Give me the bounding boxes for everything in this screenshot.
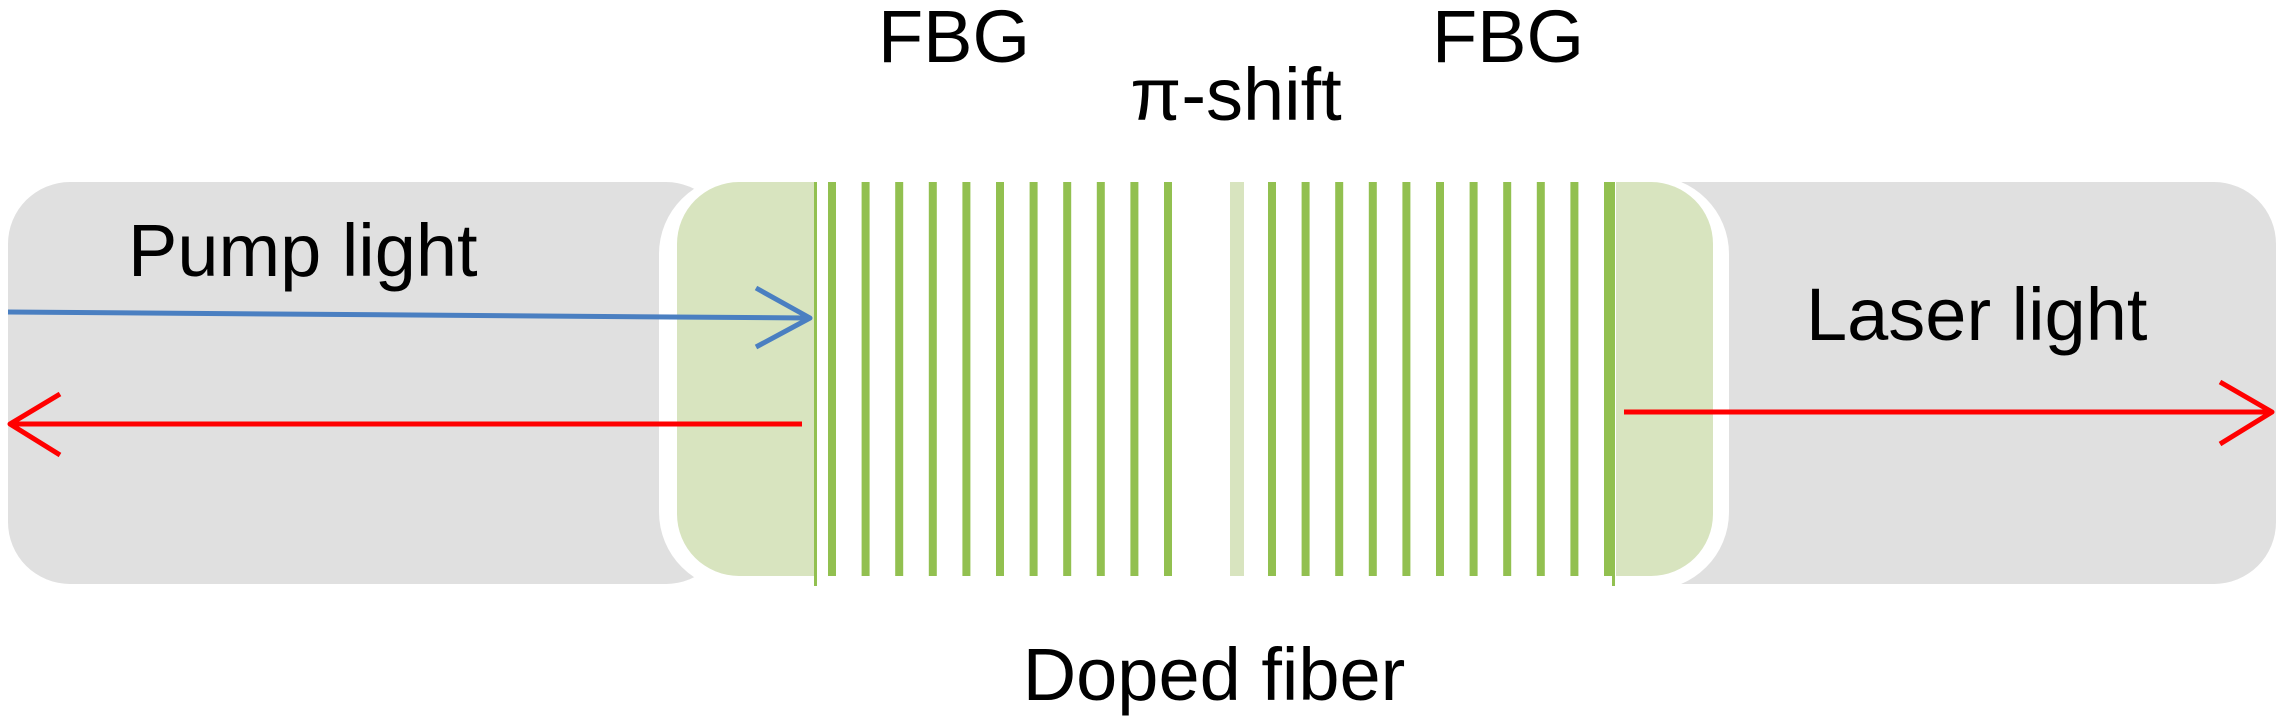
fbg-left-grating-line bbox=[996, 182, 1004, 576]
fiber-left-section bbox=[8, 182, 728, 584]
fbg-right-grating-line bbox=[1368, 182, 1377, 576]
fbg-left-grating-line bbox=[962, 182, 971, 576]
fbg-left-grating-line bbox=[828, 182, 836, 576]
fbg-right-grating-line bbox=[1268, 182, 1276, 576]
fbg-right-grating-line bbox=[1301, 182, 1310, 576]
fbg-left-grating-line bbox=[861, 182, 870, 576]
grating-background bbox=[814, 178, 1616, 590]
fbg-left-grating-line bbox=[1063, 182, 1072, 576]
fbg-right-grating-line bbox=[1335, 182, 1344, 576]
fbg-right-grating-line bbox=[1570, 182, 1579, 576]
fbg-left-grating-line bbox=[1029, 182, 1038, 576]
fbg-left-grating-line bbox=[1164, 182, 1172, 576]
label-laser-light: Laser light bbox=[1806, 273, 2148, 356]
label-fbg-left: FBG bbox=[878, 0, 1030, 78]
fbg-right-grating-line bbox=[1436, 182, 1444, 576]
label-pump-light: Pump light bbox=[128, 209, 478, 292]
laser-output-arrow-head bbox=[2218, 379, 2275, 447]
fbg-right-grating-line bbox=[1604, 182, 1612, 576]
fbg-left-grating-line bbox=[928, 182, 937, 576]
grating-edge-line bbox=[1612, 182, 1615, 586]
pump-arrow-shaft bbox=[7, 309, 809, 321]
fbg-right-grating-line bbox=[1469, 182, 1478, 576]
fbg-right-grating-line bbox=[1503, 182, 1512, 576]
fbg-left-grating-line bbox=[1130, 182, 1139, 576]
fiber-right-section bbox=[1548, 182, 2276, 584]
fbg-right-grating bbox=[1268, 182, 1612, 576]
fbg-left-grating-line bbox=[895, 182, 904, 576]
pi-shift-gap bbox=[1230, 182, 1244, 576]
label-fbg-right: FBG bbox=[1432, 0, 1584, 78]
fbg-right-grating-line bbox=[1402, 182, 1411, 576]
label-doped-fiber: Doped fiber bbox=[1023, 633, 1406, 716]
reflected-laser-arrow-head bbox=[7, 391, 62, 458]
pump-arrow-head bbox=[754, 285, 813, 350]
label-pi-shift: π-shift bbox=[1130, 53, 1342, 136]
fbg-left-grating-line bbox=[1096, 182, 1105, 576]
grating-edge-line bbox=[814, 182, 817, 586]
fbg-left-grating bbox=[814, 182, 1615, 586]
fbg-right-grating-line bbox=[1536, 182, 1545, 576]
